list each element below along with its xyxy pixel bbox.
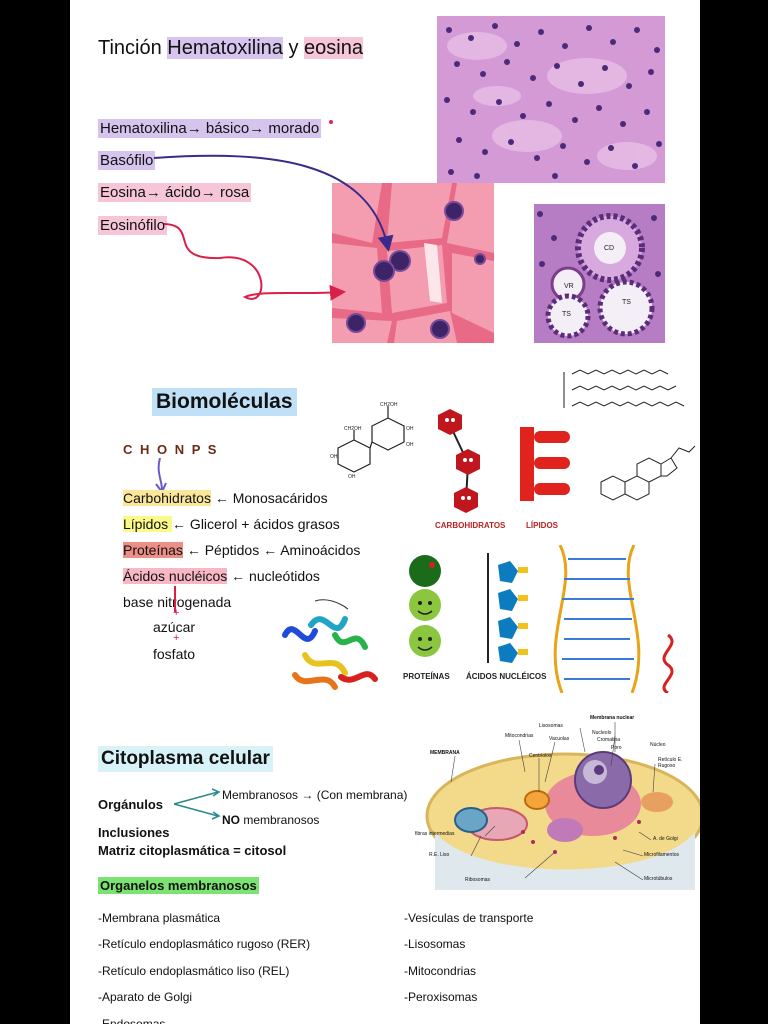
lipid-icon [520, 427, 570, 501]
eosina-term: eosina [304, 37, 363, 59]
cell-label-fibras: fibras intermedias [415, 831, 455, 837]
list-item: -Retículo endoplasmático liso (REL) [98, 963, 290, 978]
list-item: -Peroxisomas [404, 990, 478, 1005]
list-item: -Vesículas de transporte [404, 911, 534, 925]
cyto-title: Citoplasma celular [98, 746, 273, 772]
chonps-arrow [155, 458, 167, 494]
he-line-basofilo: Basófilo [98, 151, 156, 170]
cell-label-golgi: A. de Golgi [653, 836, 678, 842]
cell-label-ribosomas: Ribosomas [465, 877, 491, 883]
cell-label-mitocondrias: Mitocondrias [505, 733, 534, 739]
matriz-label: Matriz citoplasmática = citosol [98, 843, 287, 858]
cell-label-poro: Poro [611, 745, 622, 751]
steroid-structure-icon [600, 445, 696, 501]
red-connector [174, 586, 176, 612]
organulos-label: Orgánulos [98, 797, 164, 812]
cell-label-lisosomas: Lisosomas [539, 723, 563, 729]
svg-text:OH: OH [348, 474, 356, 480]
nucleotide-phosphate: fosfato [153, 646, 196, 662]
label-proteinas: PROTEÍNAS [403, 672, 450, 681]
svg-text:CH2OH: CH2OH [380, 402, 398, 408]
svg-text:OH: OH [330, 454, 338, 460]
svg-text:OH: OH [406, 442, 414, 448]
cell-label-membrana: MEMBRANA [430, 750, 460, 756]
list-item: -Membrana plasmática [98, 911, 221, 925]
inclusiones-label: Inclusiones [98, 825, 170, 840]
protein-ribbon-icon [282, 599, 378, 690]
arrow-eosinofilo [163, 223, 346, 301]
bio-row-nucleic: Ácidos nucléicos ← nucleótidos [123, 568, 320, 584]
plus-2: + [173, 632, 180, 644]
micrograph-liver [437, 16, 665, 183]
plus-1: + [173, 607, 180, 619]
chonps: C H O N P S [123, 442, 219, 457]
svg-text:OH: OH [406, 426, 414, 432]
cell-label-nucleolo: Nucleolo [592, 730, 612, 736]
he-line-hematoxilina: Hematoxilina→ básico→ morado [98, 119, 322, 138]
label-carbohidratos: CARBOHIDRATOS [435, 521, 506, 530]
list-item: -Aparato de Golgi [98, 990, 193, 1005]
hematoxilina-term: Hematoxilina [167, 37, 283, 59]
disaccharide-structure-icon: CH2OH CH2OH OH OH OH OH [330, 402, 414, 480]
cell-label-nucleo: Núcleo [650, 742, 666, 748]
list-item: -Retículo endoplasmático rugoso (RER) [98, 937, 311, 952]
label-cd: CD [604, 245, 614, 252]
branch-arrows [173, 788, 221, 820]
protein-chain-icon [409, 555, 441, 657]
no-membranosos-label: NO membranosos [222, 813, 320, 827]
label-vr: VR [564, 283, 574, 290]
bio-row-lipids: Lípidos ← Glicerol + ácidos grasos [123, 516, 340, 532]
label-acidos-nucleicos: ÁCIDOS NUCLÉICOS [466, 672, 547, 681]
nucleotide-sugar: azúcar [153, 619, 196, 635]
arrow-basofilo [153, 154, 394, 252]
cell-label-membrana-nuclear: Membrana nuclear [590, 715, 635, 721]
bio-row-proteins: Proteínas ← Péptidos ← Aminoácidos [123, 542, 361, 558]
list-item: -Endosomas [98, 1016, 166, 1024]
cell-label-vacuolas: Vacuolas [549, 736, 570, 742]
triglyceride-structure-icon [563, 369, 685, 408]
he-line-eosinofilo: Eosinófilo [98, 216, 168, 235]
annotation-arrows [153, 154, 394, 301]
organelos-left-list: -Membrana plasmática -Retículo endoplasm… [98, 905, 310, 1024]
cell-label-microtubulos: Microtúbulos [644, 876, 673, 882]
he-title: Tinción Hematoxilina y eosina [98, 37, 363, 59]
cell-label-centriolos: Centriolos [529, 753, 552, 759]
cell-diagram: Lisosomas Membrana nuclear Nucleolo Crom… [415, 712, 700, 890]
membranosos-label: Membranosos → (Con membrana) [222, 788, 408, 802]
bio-title: Biomoléculas [152, 388, 297, 416]
notes-page: Tinción Hematoxilina y eosina Hematoxili… [70, 0, 700, 1024]
label-lipidos: LÍPIDOS [526, 521, 559, 530]
cell-label-re-liso: R.E. Liso [429, 852, 450, 858]
nucleic-acid-chain-icon [487, 553, 528, 663]
list-item: -Lisosomas [404, 937, 466, 952]
cell-label-reticulo-rugoso: Retículo E. Rugoso [658, 757, 683, 769]
nucleotide-base: base nitrogenada [123, 594, 232, 610]
carbohydrate-chain-icon [438, 409, 480, 513]
he-line-eosina: Eosina→ ácido→ rosa [98, 183, 252, 202]
label-ts-1: TS [562, 311, 571, 318]
organelos-right-list: -Vesículas de transporte -Lisosomas -Mit… [404, 905, 533, 1011]
organelos-title: Organelos membranosos [98, 877, 259, 894]
bio-row-carbs: Carbohidratos ← Monosacáridos [123, 490, 328, 506]
svg-text:CH2OH: CH2OH [344, 426, 362, 432]
micrograph-tubules: CD VR TS TS [534, 204, 665, 343]
red-dot [329, 120, 333, 124]
cell-label-cromatina: Cromatina [597, 737, 621, 743]
dna-structure-icon [553, 545, 674, 693]
label-ts-2: TS [622, 299, 631, 306]
cell-label-microfilamentos: Microfilamentos [644, 852, 680, 858]
list-item: -Mitocondrias [404, 963, 477, 978]
